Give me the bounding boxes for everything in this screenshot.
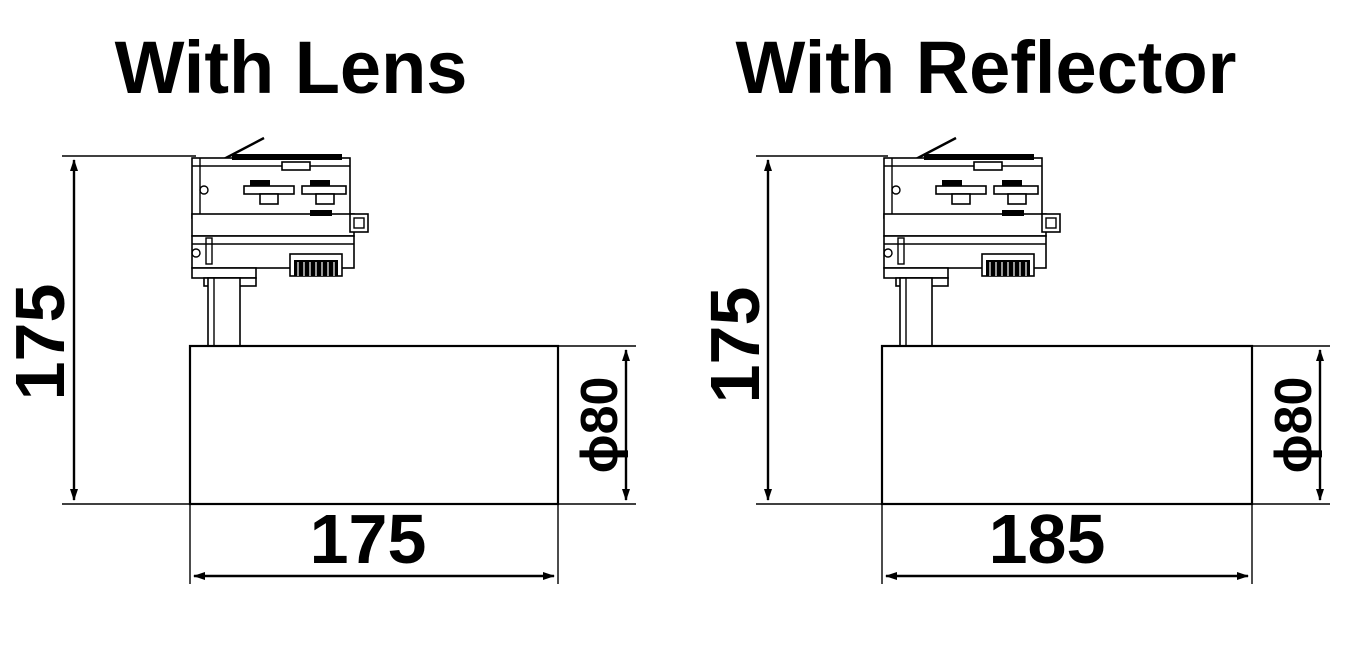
track-adapter — [190, 136, 370, 288]
height-dimension: 175 — [1, 155, 196, 505]
height-dimension-label: 175 — [1, 284, 79, 401]
width-dimension-label: 185 — [989, 500, 1106, 578]
height-dimension: 175 — [696, 155, 888, 505]
diameter-dimension: ϕ80 — [1252, 345, 1330, 505]
drawing-with-lens: With Lens 175 175 ϕ80 — [1, 26, 636, 584]
track-adapter — [882, 136, 1062, 288]
height-dimension-label: 175 — [696, 287, 774, 404]
width-dimension: 175 — [189, 500, 559, 584]
width-dimension: 185 — [881, 500, 1253, 584]
drawing-title: With Reflector — [736, 26, 1237, 109]
diameter-dimension: ϕ80 — [558, 345, 636, 505]
diameter-dimension-label: ϕ80 — [571, 377, 629, 474]
drawing-with-reflector: With Reflector 175 185 ϕ80 — [696, 26, 1330, 584]
diameter-dimension-label: ϕ80 — [1265, 377, 1323, 474]
drawing-title: With Lens — [115, 26, 468, 109]
lamp-body — [880, 344, 1254, 506]
lamp-body — [188, 344, 560, 506]
mounting-stem — [899, 277, 933, 347]
width-dimension-label: 175 — [310, 500, 427, 578]
mounting-stem — [207, 277, 241, 347]
